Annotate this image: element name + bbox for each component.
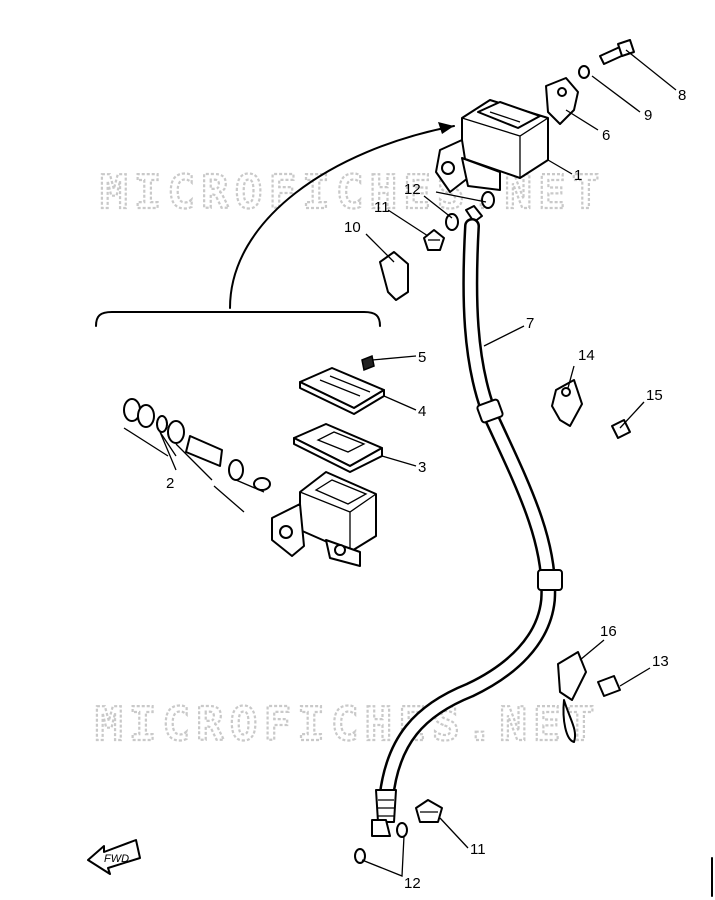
callout-10: 10: [344, 219, 361, 236]
leader-lines: [159, 49, 677, 877]
brake-hose-7: [371, 205, 563, 837]
exploded-view-bracket: [95, 311, 381, 327]
callout-1: 1: [574, 167, 582, 184]
reservoir-cover-4: [299, 367, 385, 415]
hose-guide-16: [557, 651, 587, 743]
callout-7: 7: [526, 315, 534, 332]
fwd-label: FWD: [104, 853, 129, 865]
callout-12-bottom: 12: [404, 875, 421, 892]
watermark-top: MICROFICHES.NET: [100, 165, 605, 219]
callout-13: 13: [652, 653, 669, 670]
diaphragm-3: [293, 423, 383, 473]
union-bolt-11-bottom: [415, 799, 443, 823]
master-cylinder-assembly-1: [435, 99, 549, 193]
fwd-indicator: FWD: [87, 839, 141, 875]
bolt-13: [597, 675, 621, 697]
master-cylinder-body: [271, 471, 377, 567]
callout-15: 15: [646, 387, 663, 404]
callout-5: 5: [418, 349, 426, 366]
holder-bracket-6: [545, 77, 579, 125]
cap-10: [379, 251, 409, 301]
callout-11-top: 11: [374, 199, 390, 216]
watermark-bottom: MICROFICHES.NET: [95, 697, 600, 751]
arrow-head: [438, 122, 454, 134]
washer-12-bottom-b: [396, 822, 408, 838]
exploded-view-arrow: [229, 125, 455, 309]
piston-kit-2: [123, 398, 271, 513]
callout-12-top: 12: [404, 181, 421, 198]
callout-2: 2: [166, 475, 174, 492]
washer-9: [578, 65, 590, 79]
washer-12-top-b: [481, 191, 495, 209]
callout-16: 16: [600, 623, 617, 640]
callout-6: 6: [602, 127, 610, 144]
hose-guide-14: [551, 379, 583, 427]
screw-5: [361, 354, 375, 372]
callout-11-bottom: 11: [470, 841, 486, 858]
callout-8: 8: [678, 87, 686, 104]
bolt-15: [611, 419, 631, 439]
union-bolt-11-top: [423, 229, 445, 251]
callout-14: 14: [578, 347, 595, 364]
callout-3: 3: [418, 459, 426, 476]
callout-9: 9: [644, 107, 652, 124]
callout-4: 4: [418, 403, 426, 420]
bolt-8: [599, 39, 635, 65]
washer-12-top-a: [445, 213, 459, 231]
